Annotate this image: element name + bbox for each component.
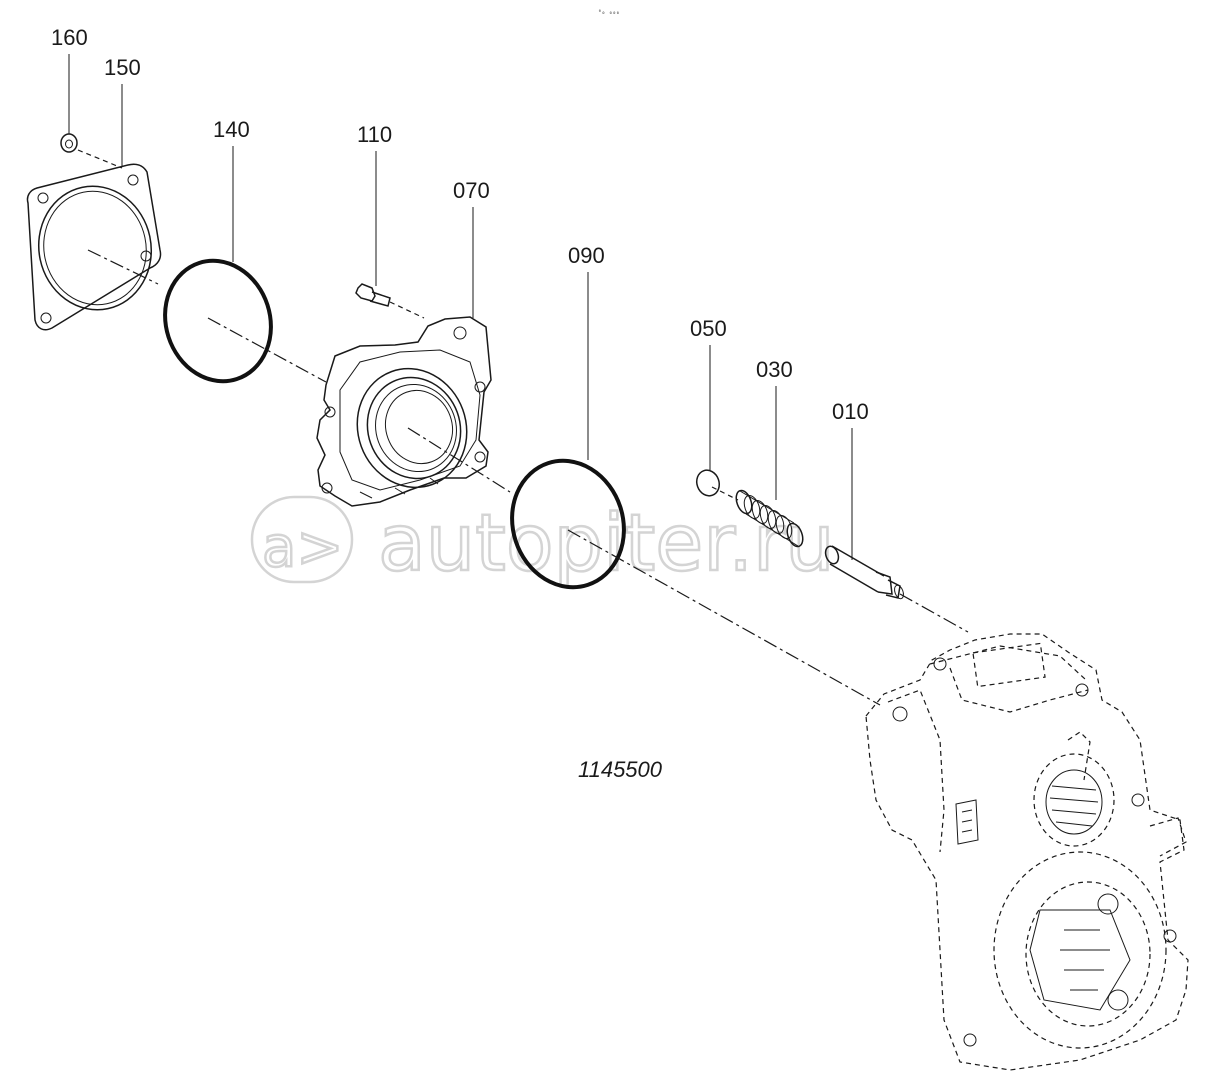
callout-labels: 160 150 140 110 070 090 050 030 010: [51, 25, 869, 424]
part-140-o-ring: [163, 258, 273, 384]
watermark-logo-frame: [250, 495, 354, 584]
callout-050: 050: [690, 316, 727, 341]
callout-090: 090: [568, 243, 605, 268]
transmission-housing: [865, 633, 1189, 1071]
leader-lines: [68, 54, 853, 560]
part-090-o-ring: [510, 458, 626, 590]
callout-010: 010: [832, 399, 869, 424]
part-030-spring: [735, 489, 804, 548]
part-050-snap-ring: [695, 469, 721, 497]
callout-160: 160: [51, 25, 88, 50]
callout-140: 140: [213, 117, 250, 142]
part-010-valve-spool: [824, 545, 904, 600]
watermark-logo: a>: [262, 515, 343, 580]
drawing-number: 1145500: [578, 757, 663, 782]
callout-030: 030: [756, 357, 793, 382]
header-mark: ⁰₀ ₀₀₀: [598, 9, 620, 16]
part-150-cover-plate: [26, 163, 162, 331]
callout-110: 110: [357, 122, 392, 147]
part-070-housing: [316, 316, 492, 507]
part-110-bolt: [355, 283, 425, 319]
callout-070: 070: [453, 178, 490, 203]
part-160-washer: [60, 133, 123, 169]
callout-150: 150: [104, 55, 141, 80]
watermark: a> autopiter.ru: [250, 495, 836, 590]
